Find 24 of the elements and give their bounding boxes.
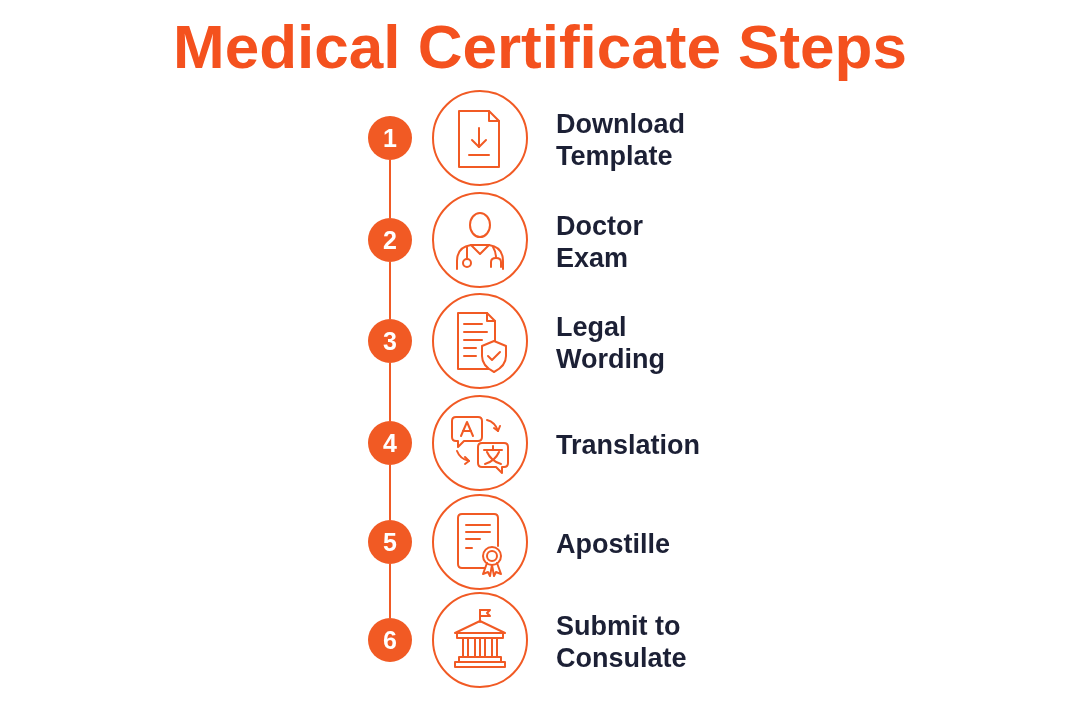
connector-line — [389, 261, 391, 320]
certificate-icon — [432, 494, 528, 590]
step-title: Doctor Exam — [556, 210, 644, 274]
doctor-icon — [432, 192, 528, 288]
step-title: Submit to Consulate — [556, 610, 688, 674]
document-shield-icon — [432, 293, 528, 389]
step-number-badge: 2 — [368, 218, 412, 262]
step-title: Translation — [556, 429, 702, 461]
step-number-badge: 5 — [368, 520, 412, 564]
connector-line — [389, 362, 391, 422]
step-number-badge: 6 — [368, 618, 412, 662]
step-title: Download Template — [556, 108, 686, 172]
translation-icon — [432, 395, 528, 491]
connector-line — [389, 563, 391, 619]
step-number-badge: 1 — [368, 116, 412, 160]
connector-line — [389, 159, 391, 219]
connector-line — [389, 464, 391, 521]
government-building-icon — [432, 592, 528, 688]
step-title: Apostille — [556, 528, 671, 560]
step-title: Legal Wording — [556, 311, 666, 375]
step-number-badge: 4 — [368, 421, 412, 465]
file-download-icon — [432, 90, 528, 186]
step-number-badge: 3 — [368, 319, 412, 363]
title: Medical Certificate Steps — [173, 11, 907, 83]
